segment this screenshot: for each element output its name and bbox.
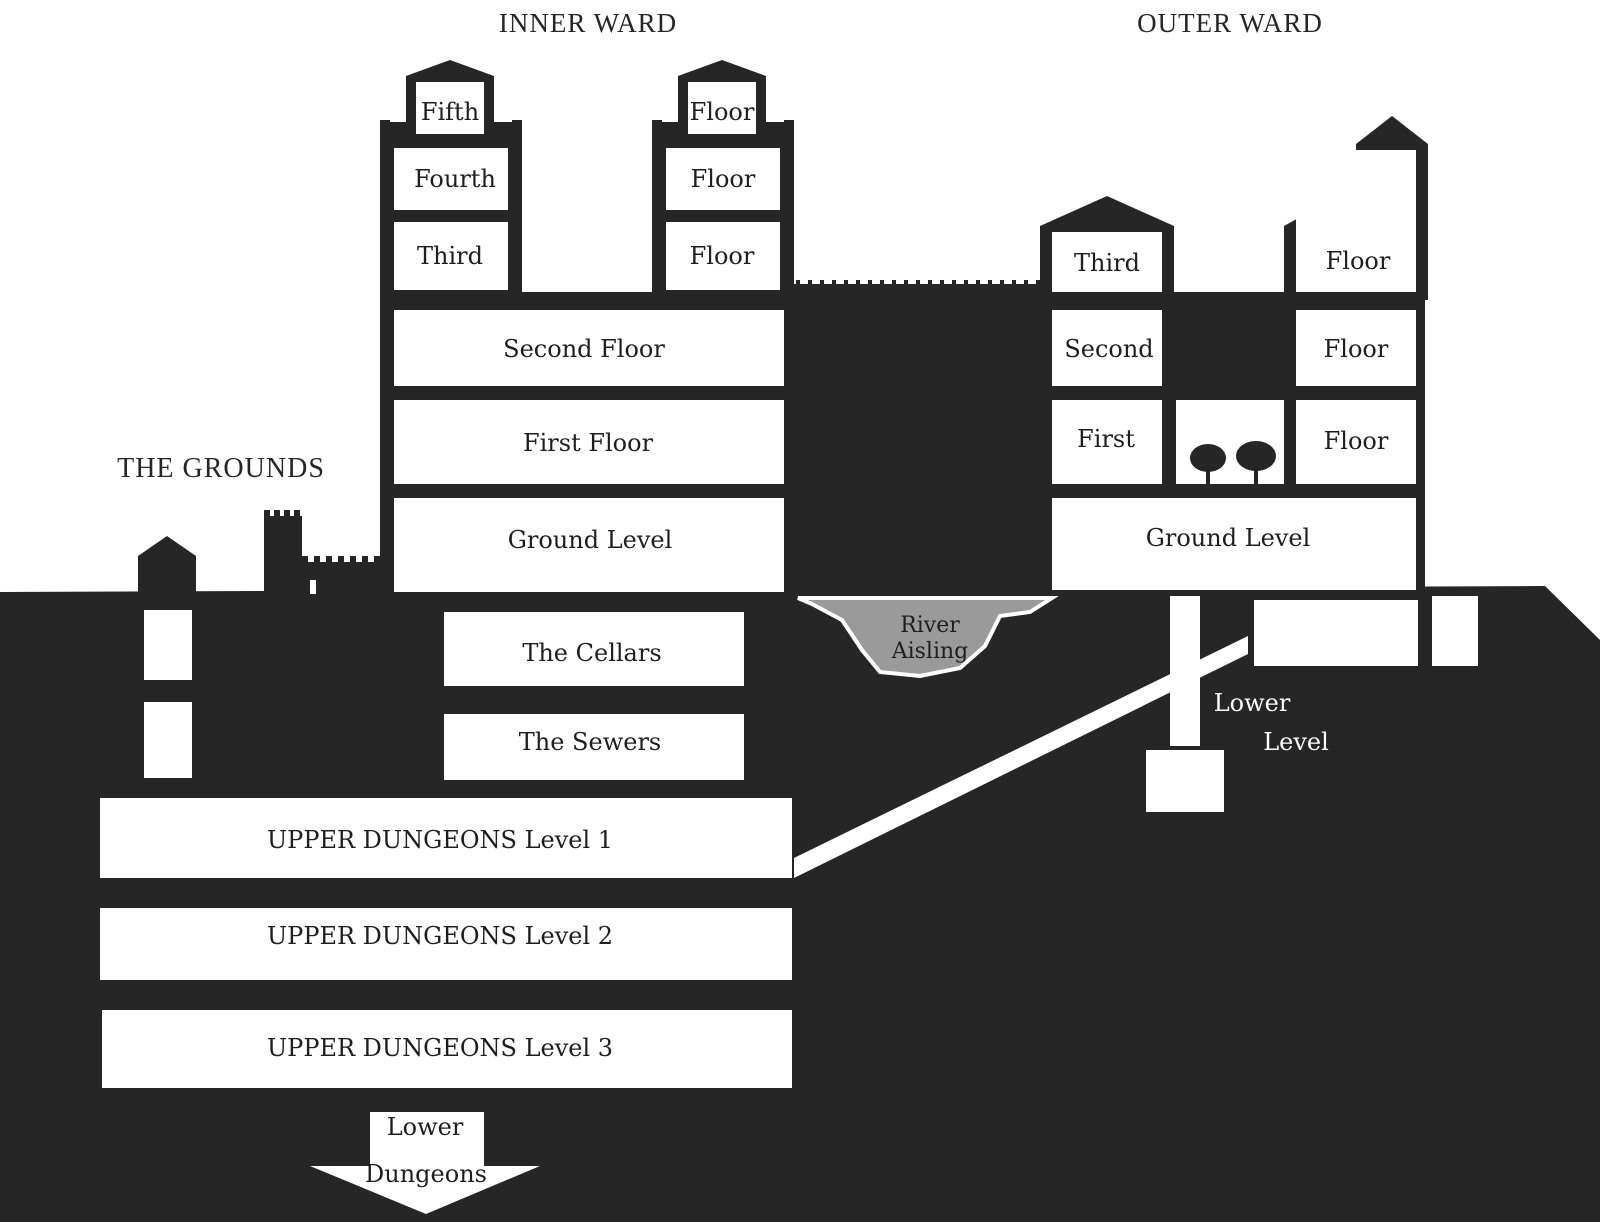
room-outer-courtyard [1176,400,1284,484]
lower-dungeons-arrow [310,1112,540,1214]
diagonal-passage [794,636,1248,878]
label-outer-right-third: Floor [1326,247,1391,275]
label-inner-left-fifth: Fifth [421,98,479,126]
label-inner-left-third: Third [417,242,483,270]
label-inner-second-floor: Second Floor [503,335,665,363]
label-inner-right-fourth: Floor [691,165,756,193]
grounds-shaft-lower [144,702,192,778]
label-lower-level-line2: Level [1263,728,1329,756]
room-cellars [444,612,744,686]
label-cellars: The Cellars [522,639,661,667]
inner-ward-heading: INNER WARD [499,8,677,38]
room-outer-left-second [1052,310,1162,386]
room-outer-left-first [1052,400,1162,484]
label-sewers: The Sewers [519,728,661,756]
room-outer-left-third [1052,232,1162,292]
room-upper-dungeons-2 [100,908,792,980]
label-inner-first-floor: First Floor [523,429,654,457]
label-outer-ground-level: Ground Level [1146,524,1311,552]
room-inner-first-floor [394,400,784,484]
grounds-heading: THE GROUNDS [117,453,325,484]
grounds-crenellated-tower [264,516,302,600]
label-inner-right-third: Floor [690,242,755,270]
grounds-small-tower [138,536,196,600]
room-outer-right-third [1296,150,1416,292]
room-upper-dungeons-1 [100,798,792,878]
label-outer-right-first: Floor [1324,427,1389,455]
earth [0,586,1600,1222]
label-upper-dungeons-3: UPPER DUNGEONS Level 3 [267,1034,613,1062]
label-outer-right-second: Floor [1324,335,1389,363]
room-inner-left-third [394,222,508,290]
lower-level-room [1146,750,1224,812]
river-aisling [797,596,1059,679]
room-outer-ground-level [1052,498,1416,590]
lower-level-chamber [1254,600,1418,666]
room-inner-left-fifth [416,82,484,134]
room-outer-right-first [1296,400,1416,484]
label-outer-left-third: Third [1074,249,1140,277]
label-lower-level-line1: Lower [1214,689,1291,717]
label-river-line2: Aisling [891,639,969,664]
outer-ward-heading: OUTER WARD [1137,8,1323,38]
room-inner-right-fifth [688,82,756,134]
label-lower-dungeons-line1: Lower [387,1113,464,1141]
connecting-wall [792,284,1054,596]
label-outer-left-first: First [1077,425,1135,453]
label-inner-left-fourth: Fourth [414,165,496,193]
label-lower-dungeons-line2: Dungeons [365,1160,487,1188]
room-outer-right-second [1296,310,1416,386]
label-river-line1: River [900,613,960,638]
battlements [264,280,1274,563]
room-upper-dungeons-3 [102,1010,792,1088]
room-inner-second-floor [394,310,784,386]
label-inner-ground-level: Ground Level [508,526,673,554]
label-upper-dungeons-2: UPPER DUNGEONS Level 2 [267,922,613,950]
room-inner-ground-level [394,498,784,592]
label-inner-right-fifth: Floor [690,98,755,126]
room-inner-right-fourth [666,148,780,210]
label-outer-left-second: Second [1064,335,1153,363]
grounds-shaft-upper [144,610,192,680]
room-inner-left-fourth [394,148,508,210]
label-upper-dungeons-1: UPPER DUNGEONS Level 1 [267,826,613,854]
room-inner-right-third [666,222,780,290]
rooms [100,82,1478,1214]
room-sewers [444,714,744,780]
tree-icon [1190,441,1276,484]
